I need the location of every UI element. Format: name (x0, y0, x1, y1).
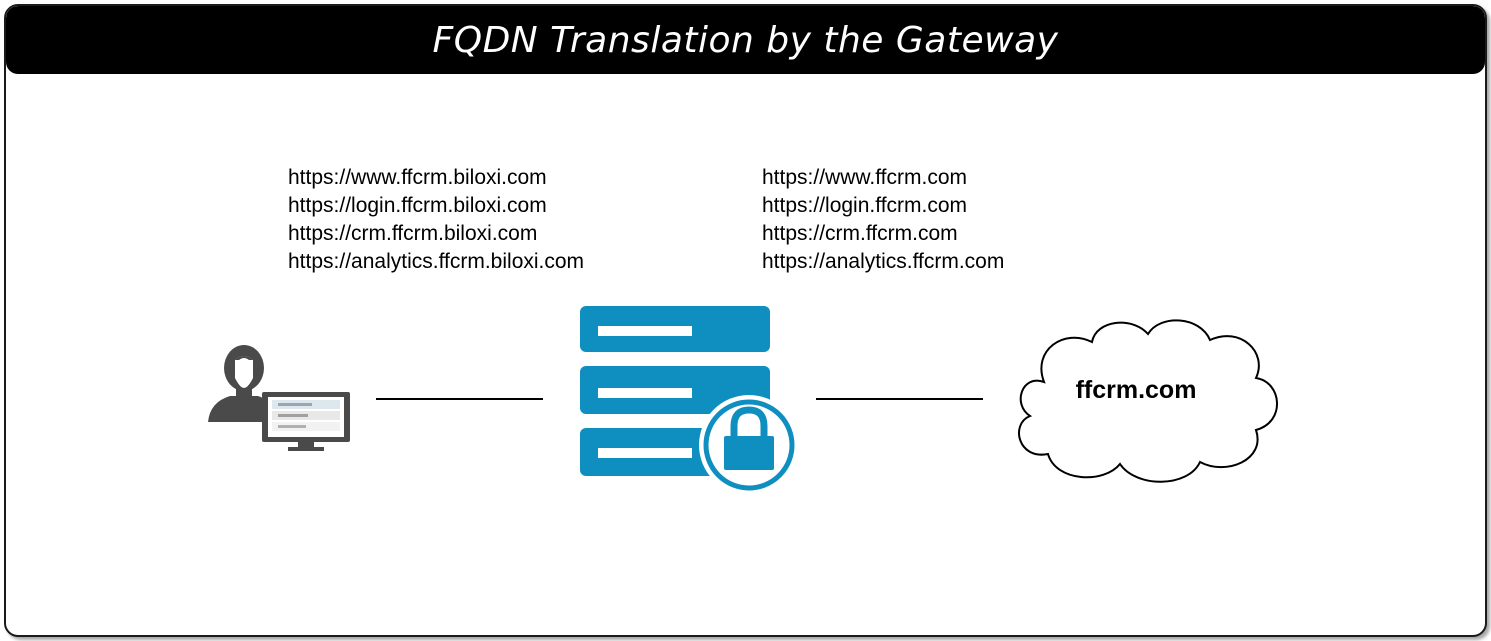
gateway-server-lock-icon (576, 302, 802, 498)
cloud-icon (1004, 312, 1286, 490)
cloud-label: ffcrm.com (1075, 376, 1197, 404)
external-url-list: https://www.ffcrm.biloxi.com https://log… (288, 164, 584, 276)
external-url-www: https://www.ffcrm.biloxi.com (288, 166, 547, 189)
external-url-login: https://login.ffcrm.biloxi.com (288, 194, 547, 217)
internal-url-www: https://www.ffcrm.com (762, 166, 967, 189)
internal-url-analytics: https://analytics.ffcrm.com (762, 250, 1005, 273)
connector-gateway-cloud (816, 398, 983, 400)
external-url-crm: https://crm.ffcrm.biloxi.com (288, 222, 538, 245)
internal-url-crm: https://crm.ffcrm.com (762, 222, 958, 245)
internal-url-list: https://www.ffcrm.com https://login.ffcr… (762, 164, 1004, 276)
connector-user-gateway (376, 398, 543, 400)
diagram-frame: FQDN Translation by the Gateway https://… (4, 4, 1487, 637)
user-workstation-icon (204, 344, 352, 452)
external-url-analytics: https://analytics.ffcrm.biloxi.com (288, 250, 585, 273)
internal-url-login: https://login.ffcrm.com (762, 194, 968, 217)
title-bar: FQDN Translation by the Gateway (6, 6, 1485, 74)
diagram-title: FQDN Translation by the Gateway (432, 19, 1059, 61)
